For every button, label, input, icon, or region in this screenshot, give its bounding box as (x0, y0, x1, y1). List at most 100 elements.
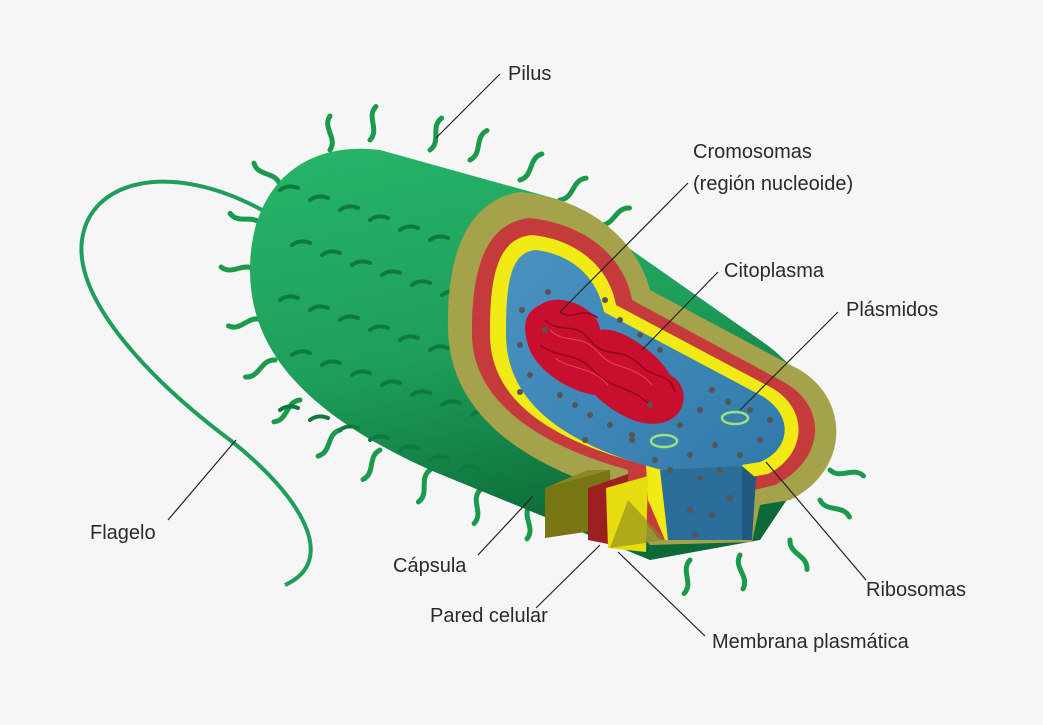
surface-pilus (308, 414, 330, 422)
ribosome (709, 512, 715, 518)
surface-pilus (368, 214, 390, 222)
surface-pilus (278, 294, 300, 302)
pilus-hair (817, 497, 852, 520)
label-cromosomas: Cromosomas (693, 141, 812, 163)
label-pared-celular: Pared celular (430, 605, 548, 627)
ribosome (602, 297, 608, 303)
surface-pilus (320, 359, 342, 367)
pilus-hair (597, 205, 632, 228)
surface-pilus (338, 204, 360, 212)
surface-pilus (290, 239, 312, 247)
ribosome (767, 417, 773, 423)
surface-pilus (458, 464, 480, 472)
ribosome (709, 387, 715, 393)
leader-pared-celular (535, 544, 601, 609)
ribosome (737, 452, 743, 458)
leader-plasmidos (739, 311, 839, 411)
surface-pilus (350, 259, 372, 267)
surface-pilus (428, 234, 450, 242)
ribosome (697, 407, 703, 413)
surface-pilus (398, 224, 420, 232)
ribosome (617, 317, 623, 323)
pilus-hair (360, 447, 383, 482)
pilus-hair (243, 357, 278, 380)
label-region-nucleoide: (región nucleoide) (693, 173, 853, 195)
surface-pilus (278, 184, 300, 192)
pilus-hair (471, 487, 483, 526)
label-capsula: Cápsula (393, 555, 467, 577)
pilus-hair (315, 427, 343, 459)
leader-flagelo (167, 439, 237, 521)
surface-pilus (398, 334, 420, 342)
ribosome (637, 332, 643, 338)
surface-pilus (380, 269, 402, 277)
surface-pilus (320, 249, 342, 257)
label-ribosomas: Ribosomas (866, 579, 966, 601)
ribosome (582, 437, 588, 443)
surface-pilus (308, 194, 330, 202)
ribosome (747, 407, 753, 413)
pilus-hair (226, 316, 265, 330)
label-plasmidos: Plásmidos (846, 299, 938, 321)
ribosome (607, 422, 613, 428)
ribosome (677, 422, 683, 428)
ribosome (517, 342, 523, 348)
surface-pilus (338, 424, 360, 432)
ribosomes (517, 289, 773, 538)
ribosome (629, 437, 635, 443)
ribosome (557, 392, 563, 398)
pilus-hair (367, 104, 379, 143)
pilus-hair (325, 113, 335, 153)
ribosome (667, 467, 673, 473)
ribosome (527, 372, 533, 378)
ribosome (717, 467, 723, 473)
surface-pilus (440, 399, 462, 407)
pilus-hair (271, 397, 303, 425)
leader-capsula (477, 495, 534, 556)
pilus-hair (415, 467, 433, 505)
leader-membrana (617, 551, 706, 637)
surface-pilus (290, 349, 312, 357)
pilus-hair (827, 467, 866, 479)
surface-pilus (308, 304, 330, 312)
surface-pilus (410, 389, 432, 397)
plasmid (720, 410, 750, 426)
pilus-hair (517, 151, 545, 183)
pilus-hair (251, 160, 283, 188)
ribosome (727, 495, 733, 501)
surface-pilus (338, 314, 360, 322)
label-flagelo: Flagelo (90, 522, 156, 544)
surface-pilus (278, 404, 300, 412)
surface-pilus (368, 434, 390, 442)
surface-pilus (410, 279, 432, 287)
ribosome (712, 442, 718, 448)
pilus-hair (681, 557, 693, 596)
plasmid (649, 433, 679, 449)
label-citoplasma: Citoplasma (724, 260, 825, 282)
flagellum (79, 179, 313, 587)
leader-ribosomas (765, 461, 867, 581)
ribosome (572, 402, 578, 408)
ribosome (687, 452, 693, 458)
ribosome (657, 347, 663, 353)
surface-pilus (368, 324, 390, 332)
ribosome (687, 507, 693, 513)
ribosome (517, 389, 523, 395)
surface-pilus (488, 474, 510, 482)
ribosome (519, 307, 525, 313)
leader-cromosomas (559, 182, 689, 313)
ribosome (629, 432, 635, 438)
pilus-hair (218, 264, 258, 273)
surface-pilus (350, 369, 372, 377)
ribosome (652, 457, 658, 463)
ribosome (545, 289, 551, 295)
pilus-hair (735, 552, 748, 592)
surface-pilus (380, 379, 402, 387)
leader-citoplasma (641, 271, 719, 351)
ribosome (725, 399, 731, 405)
label-membrana-plasmatica: Membrana plasmática (712, 631, 910, 653)
pilus-hair (557, 175, 589, 203)
ribosome (757, 437, 763, 443)
